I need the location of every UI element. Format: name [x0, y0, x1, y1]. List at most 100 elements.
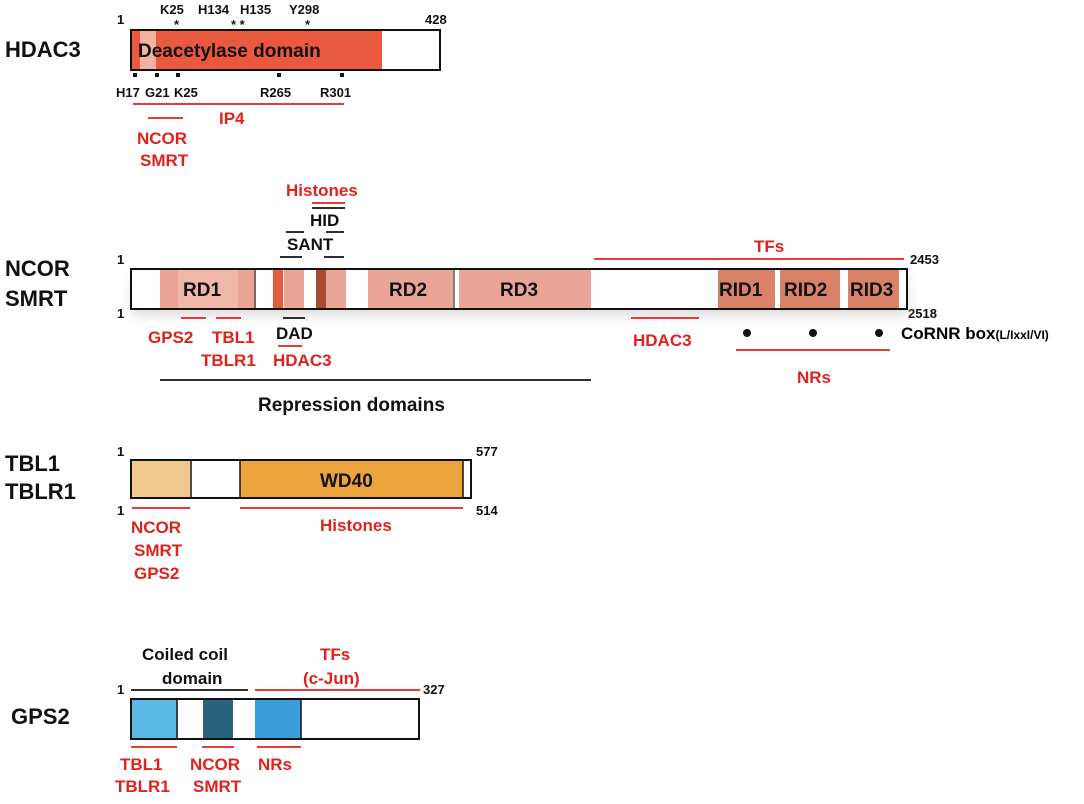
ncor-hid-label: HID: [310, 211, 339, 230]
hdac3-segment-start: [132, 31, 140, 69]
tbl-bind-gps2: GPS2: [134, 564, 179, 583]
hdac3-tick-r265: [277, 73, 281, 77]
gps2-section: GPS2 1 327 Coiled coil domain TFs (c-Jun…: [11, 645, 445, 796]
ncor-rid1-label: RID1: [719, 280, 763, 301]
hdac3-bottom-residue-r301: R301: [320, 85, 351, 100]
ncor-cornr-label: CoRNR box(L/IxxI/VI): [901, 324, 1049, 343]
ncor-start-bottom: 1: [117, 306, 124, 321]
gps2-coiled-coil-line-2: domain: [162, 669, 222, 688]
ncor-bind-hdac3-dad: HDAC3: [273, 351, 332, 370]
ncor-rid3-label: RID3: [850, 280, 893, 301]
ncor-dad-region: [284, 270, 304, 308]
gps2-bind-nrs: NRs: [258, 755, 292, 774]
tbl-end-top: 577: [476, 444, 498, 459]
ncor-histones-label: Histones: [286, 181, 358, 200]
ncor-bind-tbl1: TBL1: [212, 328, 255, 347]
ncor-sant1-domain: [273, 270, 283, 308]
hdac3-top-residue-k25: K25: [160, 2, 184, 17]
ncor-cornr-sub: (L/IxxI/VI): [995, 328, 1048, 342]
tbl-wd40-domain: [240, 461, 463, 497]
gps2-coiled-coil-line-1: Coiled coil: [142, 645, 228, 664]
ncor-dad-label: DAD: [276, 324, 313, 343]
gps2-tfs-label: TFs: [320, 645, 350, 664]
tbl-start-bottom: 1: [117, 503, 124, 518]
ncor-bind-gps2: GPS2: [148, 328, 193, 347]
ncor-bind-tblr1: TBLR1: [201, 351, 256, 370]
gps2-ncor-binding-domain: [203, 700, 233, 738]
ncor-bind-hdac3-mid: HDAC3: [633, 331, 692, 350]
hdac3-section: HDAC3 1 428 K25 H134 H135 Y298 * * * * D…: [5, 2, 447, 170]
tbl-lish-domain: [132, 461, 190, 497]
hdac3-top-residue-y298: Y298: [289, 2, 319, 17]
ncor-bind-nrs: NRs: [797, 368, 831, 387]
gps2-bind-ncor: NCOR: [190, 755, 240, 774]
hdac3-tick-r301: [340, 73, 344, 77]
hdac3-top-residue-h134: H134: [198, 2, 230, 17]
tbl-bind-histones: Histones: [320, 516, 392, 535]
hdac3-segment-light: [140, 31, 156, 69]
gps2-bind-tbl1: TBL1: [120, 755, 163, 774]
tbl-wd40-label: WD40: [320, 471, 373, 492]
gps2-cjun-label: (c-Jun): [303, 669, 360, 688]
hdac3-bottom-residue-h17: H17: [116, 85, 140, 100]
ncor-name-line-1: NCOR: [5, 256, 70, 281]
hdac3-bottom-residue-r265: R265: [260, 85, 291, 100]
hdac3-bottom-residue-g21: G21: [145, 85, 170, 100]
hdac3-tick-g21: [155, 73, 159, 77]
hdac3-ip4-label: IP4: [219, 109, 245, 128]
hdac3-deacetylase-domain: [156, 31, 382, 69]
ncor-rd2-domain: [368, 270, 453, 308]
ncor-section: NCOR SMRT 1 1 2453 2518 Histones HID SAN…: [5, 181, 1049, 416]
gps2-nr-binding-domain: [255, 700, 301, 738]
hdac3-star-y298: *: [305, 17, 311, 32]
hdac3-star-h134-h135: * *: [231, 17, 246, 32]
ncor-tfs-label: TFs: [754, 237, 784, 256]
ncor-cornr-dot-1: [743, 329, 751, 337]
ncor-name-line-2: SMRT: [5, 286, 68, 311]
ncor-cornr-dot-3: [875, 329, 883, 337]
ncor-rd3-label: RD3: [500, 280, 538, 301]
gps2-bind-tblr1: TBLR1: [115, 777, 170, 796]
hdac3-tick-k25: [176, 73, 180, 77]
gps2-end: 327: [423, 682, 445, 697]
hdac3-end: 428: [425, 12, 447, 27]
gps2-start: 1: [117, 682, 124, 697]
ncor-rd2-label: RD2: [389, 280, 427, 301]
ncor-rd1-label: RD1: [183, 280, 221, 301]
ncor-repression-label: Repression domains: [258, 395, 445, 416]
hdac3-bind-ncor: NCOR: [137, 129, 187, 148]
hdac3-top-residue-h135: H135: [240, 2, 271, 17]
ncor-rid2-label: RID2: [784, 280, 827, 301]
tbl-section: TBL1 TBLR1 1 1 577 514 WD40 NCOR SMRT GP…: [5, 444, 498, 583]
hdac3-star-k25: *: [174, 17, 180, 32]
tbl-bind-smrt: SMRT: [134, 541, 183, 560]
ncor-start-top: 1: [117, 252, 124, 267]
tbl-end-bottom: 514: [476, 503, 498, 518]
gps2-tbl-binding-domain: [132, 700, 177, 738]
ncor-hid-region: [326, 270, 346, 308]
hdac3-start: 1: [117, 12, 124, 27]
tbl-bind-ncor: NCOR: [131, 518, 181, 537]
hdac3-name: HDAC3: [5, 37, 81, 62]
ncor-end-top: 2453: [910, 252, 939, 267]
ncor-rid1-domain: [718, 270, 775, 308]
ncor-rd3-domain: [459, 270, 591, 308]
ncor-sant-label: SANT: [287, 235, 334, 254]
ncor-rid3-domain: [848, 270, 899, 308]
ncor-cornr-dot-2: [809, 329, 817, 337]
ncor-cornr-main: CoRNR box: [901, 324, 996, 343]
ncor-rd1-inner: [178, 270, 238, 308]
tbl-name-line-2: TBLR1: [5, 479, 76, 504]
gps2-bind-smrt: SMRT: [193, 777, 242, 796]
tbl-name-line-1: TBL1: [5, 451, 60, 476]
hdac3-domain-label: Deacetylase domain: [138, 41, 321, 62]
tbl-start-top: 1: [117, 444, 124, 459]
ncor-end-bottom: 2518: [908, 306, 937, 321]
gps2-name: GPS2: [11, 704, 70, 729]
hdac3-bind-smrt: SMRT: [140, 151, 189, 170]
ncor-sant2-domain: [316, 270, 326, 308]
hdac3-tick-h17: [133, 73, 137, 77]
hdac3-bottom-residue-k25: K25: [174, 85, 198, 100]
